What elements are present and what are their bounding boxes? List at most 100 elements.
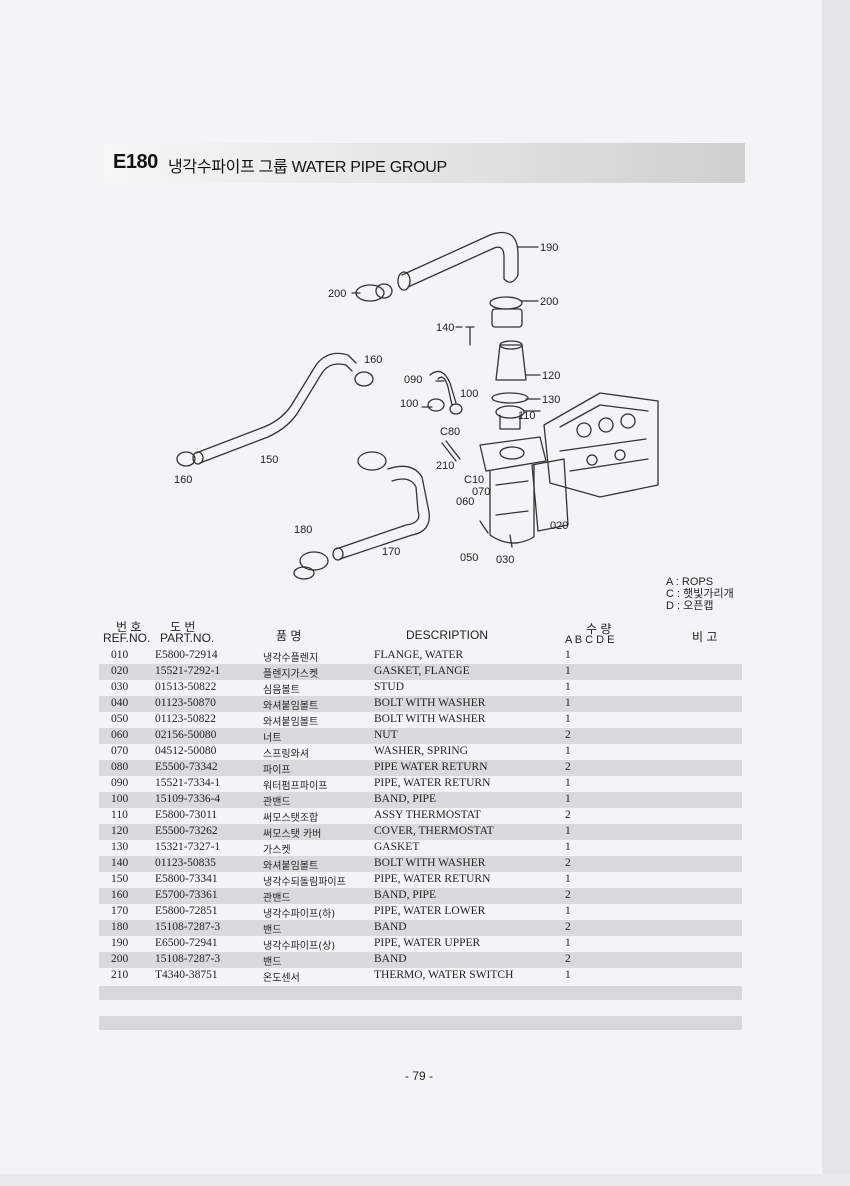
description-cell: BAND xyxy=(374,953,407,965)
section-title: 냉각수파이프 그룹 WATER PIPE GROUP xyxy=(168,159,447,176)
ref-no-cell: 040 xyxy=(111,697,129,709)
ref-no-cell: 030 xyxy=(111,681,129,693)
quantity-cell: 1 xyxy=(565,649,571,661)
quantity-cell: 1 xyxy=(565,905,571,917)
korean-name-cell: 써모스탯조합 xyxy=(263,813,319,824)
part-no-cell: 04512-50080 xyxy=(155,745,217,757)
ref-no-cell: 130 xyxy=(111,841,129,853)
legend-rops: A : ROPS xyxy=(666,576,714,588)
header-part-kr: 도 번 xyxy=(170,620,196,634)
part-no-cell: E5700-73361 xyxy=(155,889,218,901)
part-no-cell: E5800-73011 xyxy=(155,809,218,821)
description-cell: BOLT WITH WASHER xyxy=(374,697,486,709)
ref-no-cell: 090 xyxy=(111,777,129,789)
quantity-cell: 1 xyxy=(565,969,571,981)
header-part-en: PART.NO. xyxy=(160,631,215,645)
callout-label: 150 xyxy=(260,454,278,466)
ref-no-cell: 110 xyxy=(111,809,128,821)
ref-no-cell: 080 xyxy=(111,761,129,773)
ref-no-cell: 140 xyxy=(111,857,129,869)
callout-label: 110 xyxy=(518,410,536,422)
callout-label: 200 xyxy=(540,296,558,308)
callout-label: 100 xyxy=(400,398,418,410)
legend-open-cab: D : 오픈캡 xyxy=(666,600,714,612)
part-no-cell: E5800-73341 xyxy=(155,873,218,885)
callout-label: 100 xyxy=(460,388,478,400)
ref-no-cell: 190 xyxy=(111,937,129,949)
korean-name-cell: 가스켓 xyxy=(263,845,291,856)
korean-name-cell: 냉각수파이프(하) xyxy=(263,909,336,920)
title-bar xyxy=(104,143,745,183)
part-no-cell: 01123-50835 xyxy=(155,857,216,869)
korean-name-cell: 와셔붙임볼트 xyxy=(263,701,319,712)
korean-name-cell: 써모스탯 카버 xyxy=(263,829,322,840)
quantity-cell: 1 xyxy=(565,777,571,789)
parts-diagram: 190 200 200 140 160 090 100 100 120 130 … xyxy=(174,231,659,580)
description-cell: COVER, THERMOSTAT xyxy=(374,825,494,837)
header-qty-kr: 수 량 xyxy=(586,622,612,636)
callout-label: 060 xyxy=(456,496,474,508)
part-no-cell: E5800-72914 xyxy=(155,649,218,661)
description-cell: THERMO, WATER SWITCH xyxy=(374,969,514,981)
ref-no-cell: 120 xyxy=(111,825,129,837)
quantity-cell: 2 xyxy=(565,761,571,773)
korean-name-cell: 밴드 xyxy=(263,925,282,936)
part-no-cell: 15109-7336-4 xyxy=(155,793,221,805)
part-no-cell: 15521-7334-1 xyxy=(155,777,221,789)
description-cell: BAND, PIPE xyxy=(374,889,436,901)
part-no-cell: E5500-73262 xyxy=(155,825,218,837)
callout-label: 210 xyxy=(436,460,454,472)
quantity-cell: 1 xyxy=(565,713,571,725)
korean-name-cell: 관밴드 xyxy=(263,797,291,808)
description-cell: FLANGE, WATER xyxy=(374,649,464,661)
part-no-cell: E5500-73342 xyxy=(155,761,218,773)
ref-no-cell: 200 xyxy=(111,953,129,965)
quantity-cell: 1 xyxy=(565,841,571,853)
description-cell: PIPE WATER RETURN xyxy=(374,761,488,773)
description-cell: NUT xyxy=(374,729,398,741)
callout-label: 160 xyxy=(364,354,382,366)
header-qty-cols: A B C D E xyxy=(565,634,615,646)
korean-name-cell: 냉각수되돌림파이프 xyxy=(263,877,346,888)
quantity-cell: 2 xyxy=(565,889,571,901)
part-no-cell: 15108-7287-3 xyxy=(155,953,221,965)
description-cell: PIPE, WATER UPPER xyxy=(374,937,481,949)
quantity-cell: 1 xyxy=(565,697,571,709)
header-description: DESCRIPTION xyxy=(406,628,489,642)
korean-name-cell: 와셔붙임볼트 xyxy=(263,861,319,872)
ref-no-cell: 100 xyxy=(111,793,129,805)
korean-name-cell: 심음볼트 xyxy=(263,685,300,696)
callout-label: 190 xyxy=(540,242,558,254)
korean-name-cell: 냉각수플렌지 xyxy=(263,653,319,664)
callout-label: 160 xyxy=(174,474,192,486)
header-remarks: 비 고 xyxy=(692,630,718,644)
callout-label: 120 xyxy=(542,370,560,382)
korean-name-cell: 관밴드 xyxy=(263,893,291,904)
upper-pipe xyxy=(401,231,519,288)
description-cell: BOLT WITH WASHER xyxy=(374,857,486,869)
part-no-cell: T4340-38751 xyxy=(155,969,218,981)
korean-name-cell: 냉각수파이프(상) xyxy=(263,941,336,952)
quantity-cell: 1 xyxy=(565,793,571,805)
ref-no-cell: 050 xyxy=(111,713,129,725)
description-cell: GASKET, FLANGE xyxy=(374,665,470,677)
part-no-cell: 15521-7292-1 xyxy=(155,665,221,677)
description-cell: PIPE, WATER LOWER xyxy=(374,905,486,917)
blank-row-band xyxy=(99,1016,742,1030)
